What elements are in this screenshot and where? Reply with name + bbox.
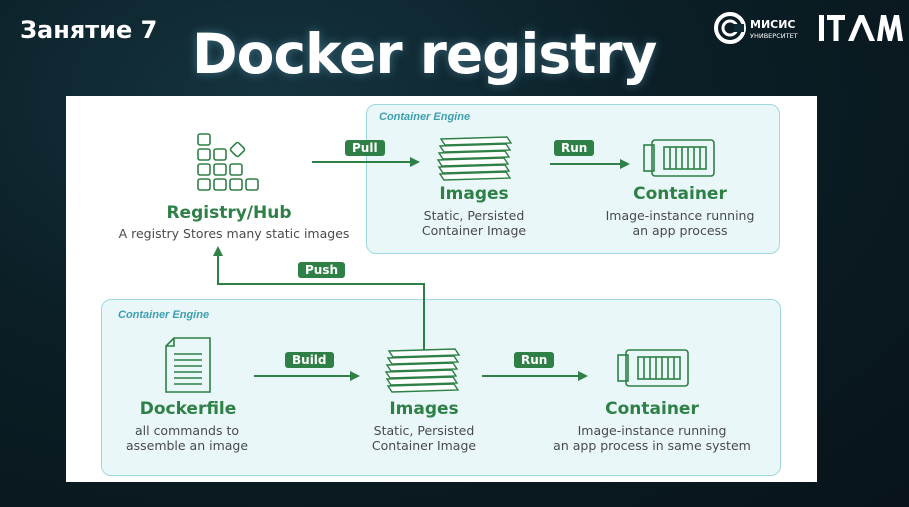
registry-grid-icon: [197, 133, 259, 191]
engine-label: Container Engine: [379, 111, 471, 123]
container-sub2: an app process in same system: [553, 438, 751, 453]
registry-title: Registry/Hub: [166, 203, 292, 223]
container-engine-bottom: Container Engine: [101, 299, 781, 476]
pull-arrow: [312, 157, 420, 167]
container-title: Container: [605, 399, 699, 419]
build-arrow: [254, 371, 360, 381]
dockerfile-title: Dockerfile: [139, 399, 237, 419]
images-sub2: Container Image: [371, 438, 477, 453]
docker-registry-diagram: Container Engine Container Engine Regist…: [66, 96, 817, 482]
image-stack-icon: [384, 348, 461, 393]
misis-logo-sub: УНИВЕРСИТЕТ: [750, 32, 798, 40]
misis-logo-name: МИСИС: [750, 18, 796, 31]
container-sub1: Image-instance running: [605, 208, 755, 223]
container-icon: [643, 139, 715, 177]
images-sub1: Static, Persisted: [423, 208, 525, 223]
run-arrow: [550, 159, 630, 169]
misis-logo: МИСИС УНИВЕРСИТЕТ: [714, 12, 806, 46]
lesson-label: Занятие 7: [20, 16, 158, 44]
slide-title: Docker registry: [192, 22, 657, 86]
images-sub1: Static, Persisted: [373, 423, 475, 438]
dockerfile-sub1: all commands to: [134, 423, 239, 438]
misis-logo-icon: [714, 12, 746, 44]
push-tag: Push: [298, 262, 346, 278]
dockerfile-sub2: assemble an image: [125, 438, 249, 453]
itam-logo: [819, 15, 903, 41]
engine-label: Container Engine: [118, 309, 210, 321]
images-sub2: Container Image: [421, 223, 527, 238]
container-engine-top: Container Engine: [366, 104, 780, 254]
registry-subtitle: A registry Stores many static images: [118, 226, 350, 241]
images-title: Images: [389, 399, 459, 419]
push-arrow: [213, 246, 425, 354]
document-icon: [165, 337, 211, 393]
container-icon: [617, 349, 689, 387]
images-title: Images: [439, 184, 509, 204]
pull-tag: Pull: [345, 140, 385, 156]
image-stack-icon: [436, 136, 513, 181]
run-arrow: [482, 371, 588, 381]
container-sub1: Image-instance running: [577, 423, 727, 438]
run-tag: Run: [514, 352, 555, 368]
container-sub2: an app process: [632, 223, 728, 238]
container-title: Container: [633, 184, 727, 204]
build-tag: Build: [285, 352, 334, 368]
run-tag: Run: [554, 140, 595, 156]
